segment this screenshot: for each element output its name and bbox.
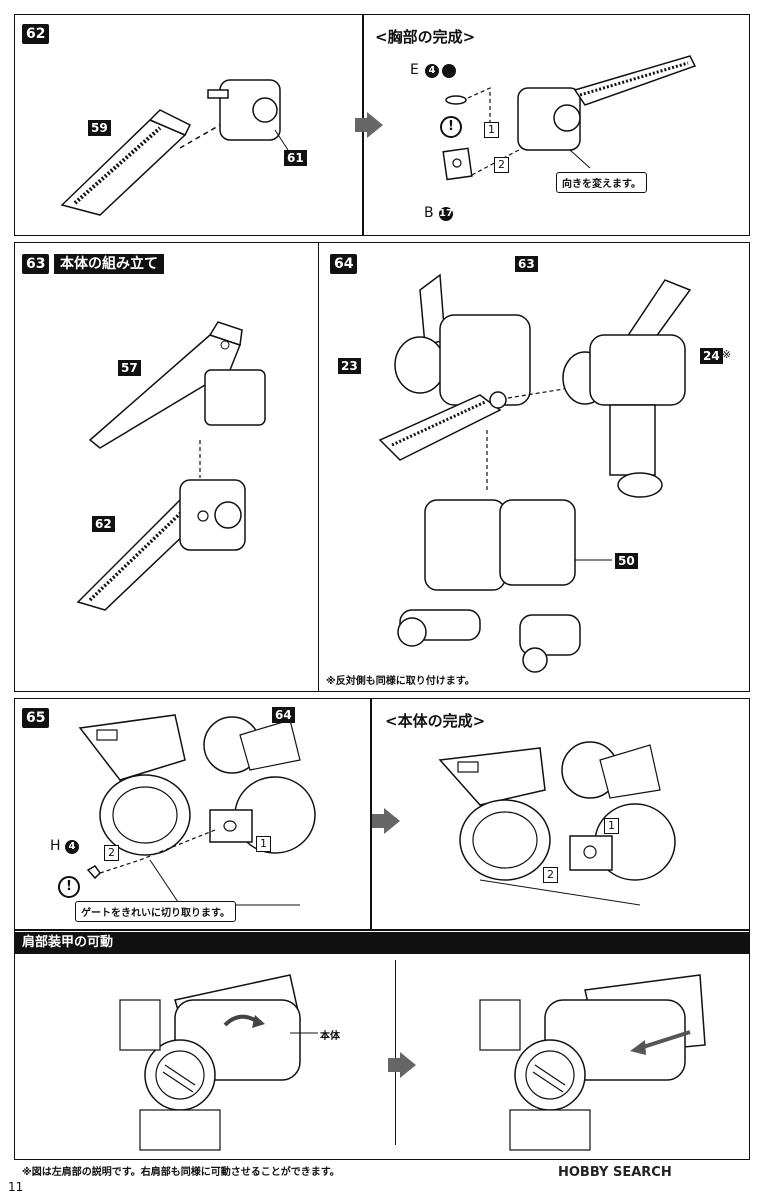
step-62-number: 62: [22, 24, 50, 44]
runner-h-letter: H: [50, 838, 61, 854]
part-59-label: 59: [88, 120, 111, 136]
step-65-result-order-1: 1: [604, 818, 619, 834]
step-65-result-order-2: 2: [543, 867, 558, 883]
part-24-asterisk: ※: [722, 348, 732, 361]
step-62-warning-icon: !: [440, 116, 462, 138]
part-63-label: 63: [515, 256, 538, 272]
part-50-label: 50: [615, 553, 638, 569]
flow-arrow-65: [372, 808, 400, 834]
shoulder-divider: [395, 960, 396, 1145]
shoulder-note: ※図は左肩部の説明です。右肩部も同様に可動させることができます。: [22, 1167, 340, 1178]
step-65-callout: ゲートをきれいに切り取ります。: [75, 901, 236, 922]
shoulder-body-label: 本体: [320, 1031, 340, 1042]
part-64-label: 64: [272, 707, 295, 723]
step-64-number: 64: [330, 254, 358, 274]
step-65-result-title: <本体の完成>: [385, 712, 486, 730]
step-62-order-1: 1: [484, 122, 499, 138]
part-23-label: 23: [338, 358, 361, 374]
shoulder-banner: 肩部装甲の可動: [14, 932, 750, 954]
step-64-note: ※反対側も同様に取り付けます。: [326, 676, 475, 687]
step-63-number: 63: [22, 254, 50, 274]
step-62-title: <胸部の完成>: [375, 28, 476, 46]
part-61-label: 61: [284, 150, 307, 166]
flow-arrow-62: [355, 112, 383, 138]
nipper-icon: [442, 64, 456, 78]
step-62-order-2: 2: [494, 157, 509, 173]
watermark: HOBBY SEARCH: [558, 1165, 672, 1180]
step-62-callout: 向きを変えます。: [556, 172, 647, 193]
runner-b-number: 17: [439, 207, 453, 221]
part-24-label: 24: [700, 348, 723, 364]
runner-e-number: 4: [425, 64, 439, 78]
part-57-label: 57: [118, 360, 141, 376]
step-65-divider: [370, 698, 372, 930]
runner-b-letter: B: [424, 205, 434, 221]
step-65-warning-icon: !: [58, 876, 80, 898]
step-63-panel: [14, 242, 319, 692]
flow-arrow-shoulder: [388, 1052, 416, 1078]
part-62-label: 62: [92, 516, 115, 532]
step-65-order-2: 2: [104, 845, 119, 861]
runner-h-number: 4: [65, 840, 79, 854]
step-65-order-1: 1: [256, 836, 271, 852]
page-number: 11: [8, 1180, 24, 1194]
step-63-title: 本体の組み立て: [54, 254, 164, 274]
step-65-number: 65: [22, 708, 50, 728]
runner-e-letter: E: [410, 62, 419, 78]
